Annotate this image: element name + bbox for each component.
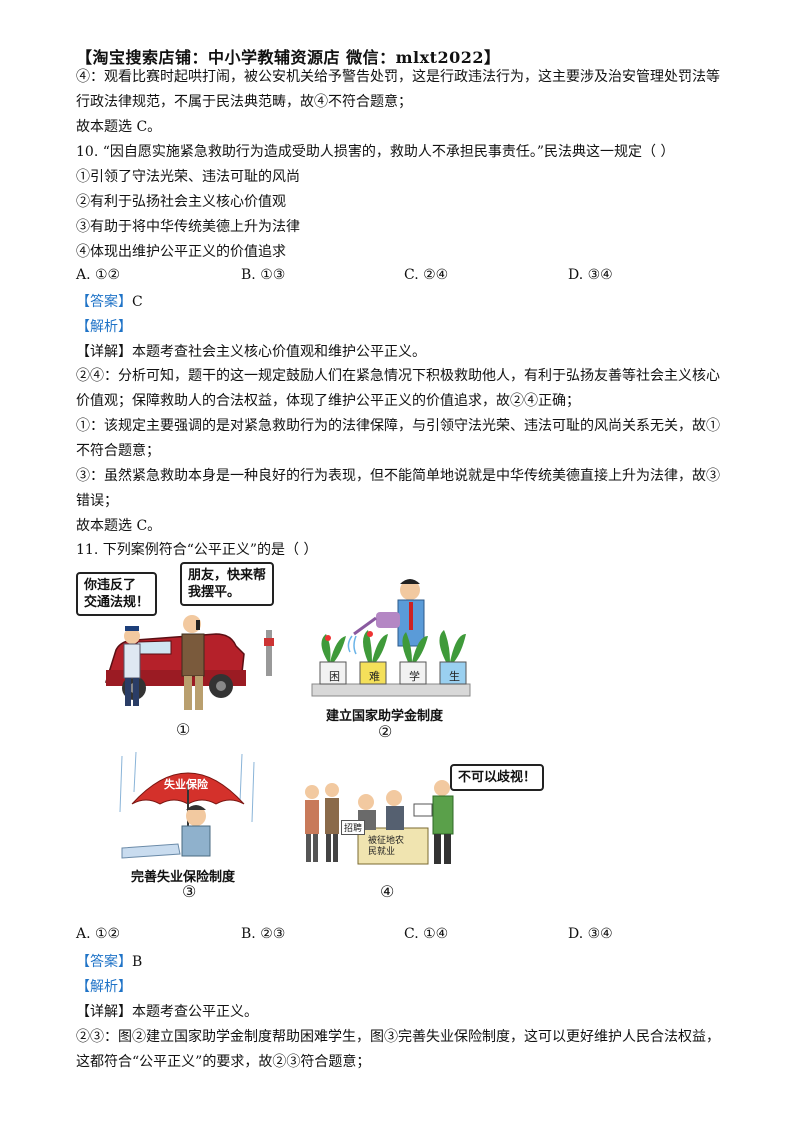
q10-analysis-label: 【解析】 [76,319,132,335]
q10-stem: 10. “因自愿实施紧急救助行为造成受助人损害的，救助人不承担民事责任。”民法典… [76,144,675,160]
speech-bubble-police: 你违反了 交通法规！ [76,572,158,616]
q10-paragraph: ②④：分析可知，题干的这一规定鼓励人们在紧急情况下积极救助他人，有利于弘扬友善等… [76,368,720,384]
figure-2-caption: 建立国家助学金制度 [326,709,444,724]
q10-detail: 【详解】本题考查社会主义核心价值观和维护公平正义。 [76,342,426,362]
table-sign: 被征地农民就业 [368,836,405,857]
q10-option-d: D. ③④ [568,267,613,283]
figure-3-caption: 完善失业保险制度 [131,870,236,885]
detail-text: 本题考查公平正义。 [132,1004,258,1020]
q10-item: ③有助于将中华传统美德上升为法律 [76,219,300,235]
speech-bubble-man: 朋友，快来帮 我摆平。 [180,562,275,606]
q11-option-c: C. ①④ [404,926,449,942]
answer-value: C [132,294,143,310]
detail-text: 本题考查社会主义核心价值观和维护公平正义。 [132,344,426,360]
q10-paragraph: 价值观；保障救助人的合法权益，体现了维护公平正义的价值追求，故②④正确； [76,393,580,409]
q10-paragraph: 不符合题意； [76,443,160,459]
pot-label: 学 [409,670,420,683]
q11-detail: 【详解】本题考查公平正义。 [76,1002,258,1022]
detail-label: 【详解】 [76,1004,132,1020]
figure-3-number: ③ [182,882,197,901]
q11-paragraph: ②③：图②建立国家助学金制度帮助困难学生，图③完善失业保险制度，这可以更好维护人… [76,1029,720,1045]
q10-paragraph: ③：虽然紧急救助本身是一种良好的行为表现，但不能简单地说就是中华传统美德直接上升… [76,468,720,484]
q10-paragraph: 错误； [76,493,118,509]
figure-1-number: ① [176,720,191,739]
q10-option-a: A. ①② [76,267,121,283]
pot-label: 难 [369,670,380,683]
recruit-sign: 招聘 [341,820,366,835]
q11-stem: 11. 下列案例符合“公平正义”的是（ ） [76,542,318,558]
answer-value: B [132,954,143,970]
detail-label: 【详解】 [76,344,132,360]
pot-label: 生 [449,670,460,683]
figure-2-number: ② [378,722,393,741]
answer-label: 【答案】 [76,294,132,310]
q11-option-d: D. ③④ [568,926,613,942]
answer-label: 【答案】 [76,954,132,970]
q10-item: ①引领了守法光荣、违法可耻的风尚 [76,169,300,185]
prev-analysis-line: ④：观看比赛时起哄打闹，被公安机关给予警告处罚，这是行政违法行为，这主要涉及治安… [76,69,720,85]
q11-option-b: B. ②③ [241,926,286,942]
q11-option-a: A. ①② [76,926,121,942]
q10-answer: 【答案】C [76,292,143,312]
q11-analysis-label: 【解析】 [76,979,132,995]
figure-2-watering-plants: 困 难 学 生 [306,572,476,702]
prev-conclusion: 故本题选 C。 [76,119,162,135]
q10-option-c: C. ②④ [404,267,449,283]
page-header-banner: 【淘宝搜索店铺：中小学教辅资源店 微信：mlxt2022】 [76,48,501,67]
figure-3-umbrella: 失业保险 [118,752,258,862]
figure-4-number: ④ [380,882,395,901]
umbrella-label: 失业保险 [164,778,208,791]
figure-4-anti-discrimination: 不可以歧视！ 招聘 被征地农民就业 [298,764,545,874]
q10-paragraph: ①：该规定主要强调的是对紧急救助行为的法律保障，与引领守法光荣、违法可耻的风尚关… [76,418,720,434]
q10-item: ②有利于弘扬社会主义核心价值观 [76,194,286,210]
q10-conclusion: 故本题选 C。 [76,518,162,534]
q10-item: ④体现出维护公平正义的价值追求 [76,244,286,260]
q11-answer: 【答案】B [76,952,142,972]
prev-analysis-line: 行政法律规范，不属于民法典范畴，故④不符合题意； [76,94,412,110]
q10-option-b: B. ①③ [241,267,286,283]
q11-paragraph: 这都符合“公平正义”的要求，故②③符合题意； [76,1054,371,1070]
figure-1-traffic-police: 你违反了 交通法规！ 朋友，快来帮 我摆平。 [76,562,286,742]
speech-bubble-anti-discrimination: 不可以歧视！ [450,764,545,791]
pot-label: 困 [329,670,340,683]
